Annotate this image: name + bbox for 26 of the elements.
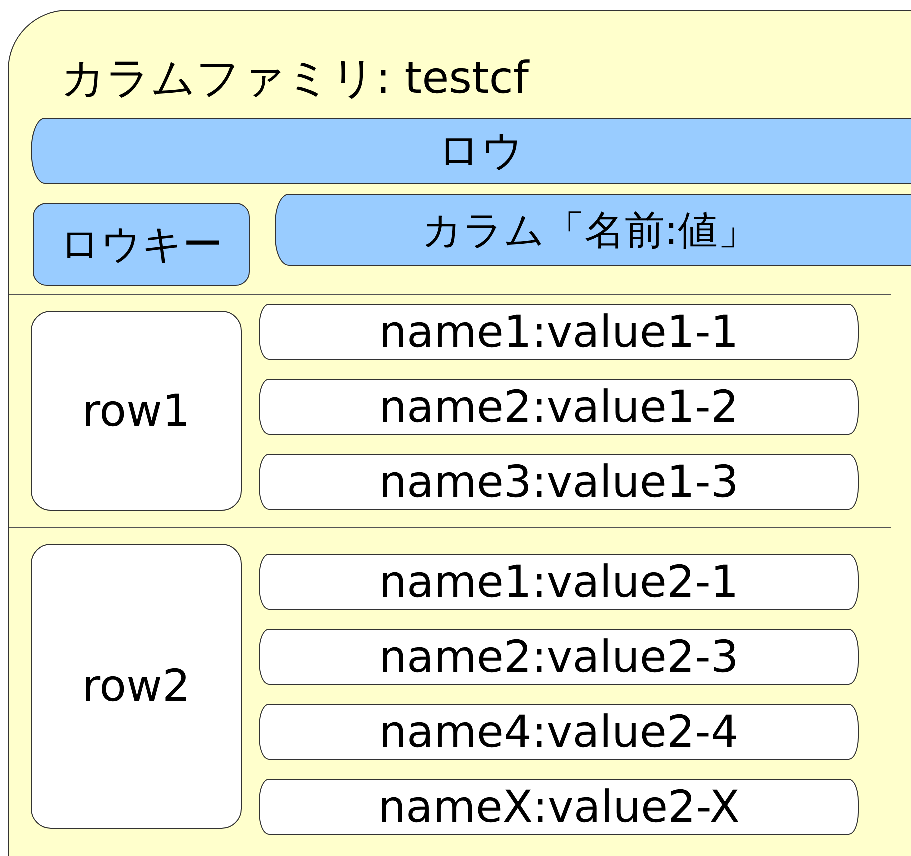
column-band xyxy=(275,194,911,266)
column-cell xyxy=(259,704,859,760)
box-label: name3:value1-3 xyxy=(379,456,739,508)
box-label: ロウキー xyxy=(60,221,223,270)
column-family-panel xyxy=(8,10,911,856)
column-cell xyxy=(259,554,859,610)
column-cell xyxy=(259,304,859,360)
row-key-box xyxy=(31,544,242,829)
column-cell xyxy=(259,629,859,685)
column-cell xyxy=(259,379,859,435)
row-key-box xyxy=(31,311,242,511)
box-label: name2:value1-2 xyxy=(379,382,739,432)
box-label: name4:value2-4 xyxy=(379,706,739,758)
box-label: name1:value2-1 xyxy=(379,556,739,608)
box-label: カラム「名前:値」 xyxy=(422,206,758,256)
row-key-box xyxy=(33,203,250,286)
box-label: row1 xyxy=(82,386,191,436)
box-label: nameX:value2-X xyxy=(378,782,740,832)
box-label: row2 xyxy=(82,661,191,712)
box-label: ロウ xyxy=(438,125,524,177)
column-cell xyxy=(259,779,859,835)
panel-title: カラムファミリ: testcf xyxy=(61,52,529,106)
row-band xyxy=(31,118,911,184)
column-cell xyxy=(259,454,859,510)
box-label: name1:value1-1 xyxy=(379,306,739,358)
box-label: name2:value2-3 xyxy=(379,632,739,682)
